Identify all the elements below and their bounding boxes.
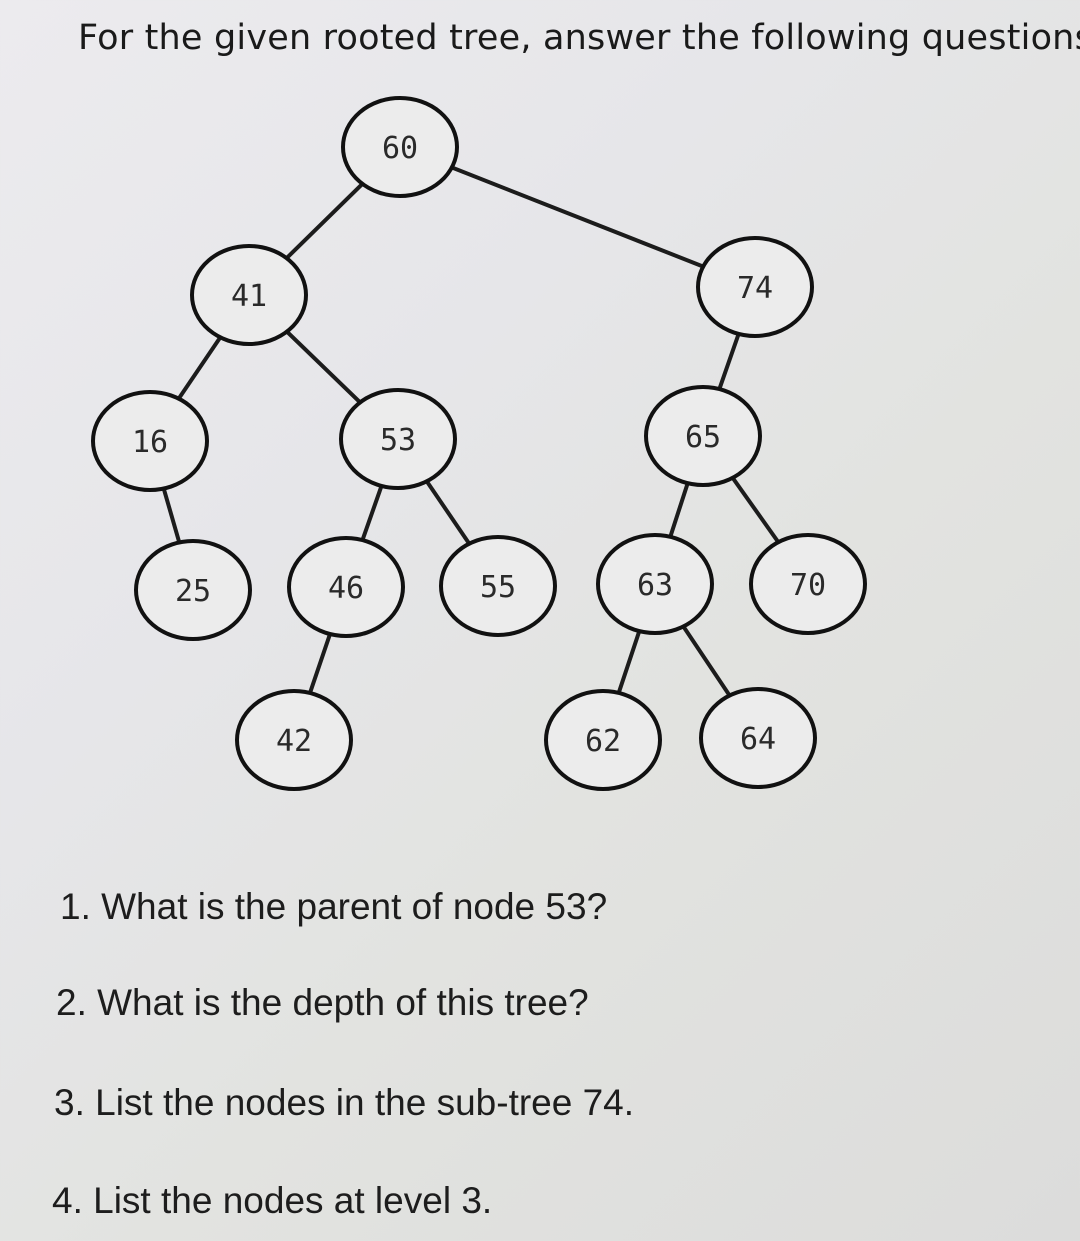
tree-node-label: 46: [328, 571, 364, 606]
tree-node-circle: [596, 533, 714, 635]
tree-node-circle: [696, 236, 814, 338]
tree-node-41: 41: [190, 244, 308, 346]
tree-node-label: 74: [737, 271, 773, 306]
tree-node-64: 64: [699, 687, 817, 789]
tree-node-circle: [235, 689, 353, 791]
tree-node-63: 63: [596, 533, 714, 635]
tree-node-circle: [134, 539, 252, 641]
tree-node-label: 42: [276, 724, 312, 759]
tree-node-circle: [544, 689, 662, 791]
tree-node-label: 25: [175, 574, 211, 609]
tree-node-circle: [749, 533, 867, 635]
tree-node-label: 65: [685, 420, 721, 455]
tree-node-circle: [190, 244, 308, 346]
tree-node-16: 16: [91, 390, 209, 492]
tree-node-label: 60: [382, 131, 418, 166]
tree-node-circle: [439, 535, 557, 637]
tree-node-55: 55: [439, 535, 557, 637]
tree-node-label: 41: [231, 279, 267, 314]
question-1: 1. What is the parent of node 53?: [60, 886, 608, 927]
tree-node-label: 55: [480, 570, 516, 605]
tree-node-60: 60: [341, 96, 459, 198]
tree-node-label: 53: [380, 423, 416, 458]
tree-node-circle: [644, 385, 762, 487]
tree-node-circle: [699, 687, 817, 789]
tree-node-label: 70: [790, 568, 826, 603]
tree-node-74: 74: [696, 236, 814, 338]
rooted-tree-diagram: 60 41 74 16 53 65 25 46 55 63 70 42 62 64: [91, 96, 867, 791]
tree-node-circle: [341, 96, 459, 198]
tree-node-label: 62: [585, 724, 621, 759]
tree-node-circle: [339, 388, 457, 490]
question-2: 2. What is the depth of this tree?: [56, 982, 589, 1023]
page-title: For the given rooted tree, answer the fo…: [78, 18, 1080, 58]
tree-node-25: 25: [134, 539, 252, 641]
tree-node-circle: [91, 390, 209, 492]
tree-node-label: 16: [132, 425, 168, 460]
tree-node-62: 62: [544, 689, 662, 791]
tree-node-circle: [287, 536, 405, 638]
tree-node-65: 65: [644, 385, 762, 487]
tree-node-label: 64: [740, 722, 776, 757]
tree-node-53: 53: [339, 388, 457, 490]
tree-node-label: 63: [637, 568, 673, 603]
tree-edge: [399, 145, 756, 289]
question-4: 4. List the nodes at level 3.: [52, 1180, 493, 1221]
question-3: 3. List the nodes in the sub-tree 74.: [54, 1082, 635, 1123]
tree-node-46: 46: [287, 536, 405, 638]
tree-node-42: 42: [235, 689, 353, 791]
tree-node-70: 70: [749, 533, 867, 635]
